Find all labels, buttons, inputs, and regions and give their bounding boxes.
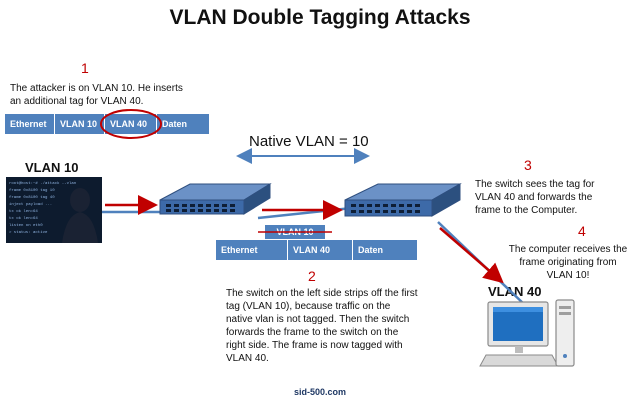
frame2-daten: Daten (353, 240, 418, 260)
native-vlan-label: Native VLAN = 10 (249, 133, 369, 150)
step-2-text: The switch on the left side strips off t… (226, 288, 418, 364)
svg-text:tx ok len=64: tx ok len=64 (9, 216, 38, 221)
step-3-number: 3 (524, 157, 532, 173)
stripped-vlan10-label: VLAN 10 (276, 227, 314, 237)
svg-text:root@host:~# ./attack --vlan: root@host:~# ./attack --vlan (9, 181, 77, 186)
svg-text:frame 0x8100 tag 40: frame 0x8100 tag 40 (9, 195, 55, 200)
step-1-text: The attacker is on VLAN 10. He inserts a… (10, 83, 183, 107)
diagram-title: VLAN Double Tagging Attacks (169, 6, 471, 29)
frame1-vlan10: VLAN 10 (55, 114, 105, 134)
step-1-number: 1 (81, 60, 89, 76)
frame2-ethernet: Ethernet (216, 240, 288, 260)
attacker-image: root@host:~# ./attack --vlan frame 0x810… (6, 177, 102, 243)
frame-single-tagged: Ethernet VLAN 40 Daten (216, 240, 418, 260)
step-2-number: 2 (308, 268, 316, 284)
svg-text:tx ok len=64: tx ok len=64 (9, 209, 38, 214)
switch-left (159, 183, 272, 215)
target-vlan-label: VLAN 40 (488, 284, 542, 299)
frame2-vlan40: VLAN 40 (288, 240, 353, 260)
svg-text:inject payload ...: inject payload ... (9, 202, 52, 207)
frame1-ethernet: Ethernet (5, 114, 55, 134)
svg-text:frame 0x8100 tag 10: frame 0x8100 tag 10 (9, 188, 55, 193)
computer-icon (479, 299, 575, 367)
step-3-text: The switch sees the tag for VLAN 40 and … (475, 179, 595, 216)
frame1-vlan40: VLAN 40 (105, 114, 157, 134)
stripped-vlan10-tag: VLAN 10 (265, 225, 325, 239)
link-switch1-switch2 (257, 206, 353, 220)
flow-arrow-3 (439, 227, 504, 284)
footer-credit: sid-500.com (293, 387, 347, 397)
svg-text:> status: active: > status: active (9, 230, 48, 235)
step-4-number: 4 (578, 223, 586, 239)
frame1-daten: Daten (157, 114, 210, 134)
attacker-vlan-label: VLAN 10 (25, 160, 79, 175)
switch-right (344, 183, 462, 217)
frame-double-tagged: Ethernet VLAN 10 VLAN 40 Daten (5, 114, 210, 134)
step-4-text: The computer receives the frame originat… (508, 244, 628, 281)
svg-text:listen on eth0: listen on eth0 (9, 223, 43, 228)
